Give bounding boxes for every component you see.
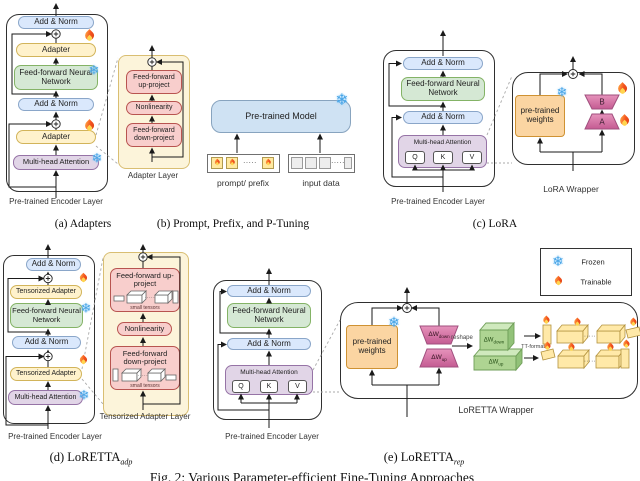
snowflake-icon: ❄ xyxy=(552,254,564,270)
query-box-e: Q xyxy=(232,380,250,393)
legend-trainable-label: Trainable xyxy=(580,277,612,287)
reshape-label: reshape xyxy=(451,335,473,341)
ff-down-project-a: Feed-forward down-project xyxy=(126,123,182,147)
small-tensors-label-up: small tensors xyxy=(130,304,160,311)
input-token-cell xyxy=(319,156,331,169)
add-norm-bottom-d: Add & Norm xyxy=(12,336,81,349)
panel-b-arrows xyxy=(234,133,323,153)
green-dw-down-label: ΔWdown xyxy=(483,337,505,345)
panel-d-caption: (d) LoRETTAadp xyxy=(49,450,133,467)
nonlinearity-a: Nonlinearity xyxy=(126,101,182,115)
flame-icon xyxy=(552,275,564,287)
encoder-caption-c: Pre-trained Encoder Layer xyxy=(391,197,485,206)
ffnn-e: Feed-forward Neural Network xyxy=(227,303,311,328)
dw-down-label: ΔWdown xyxy=(428,330,450,340)
snowflake-icon: ❄ xyxy=(78,388,90,404)
add-norm-top-a: Add & Norm xyxy=(18,16,94,29)
value-box-e: V xyxy=(288,380,307,393)
flame-icon xyxy=(228,158,236,167)
panel-b-caption: (b) Prompt, Prefix, and P-Tuning xyxy=(156,218,310,230)
tensorized-adapter-top: Tensorized Adapter xyxy=(10,285,82,299)
flame-icon xyxy=(542,341,552,352)
panel-a-caption: (a) Adapters xyxy=(54,218,112,230)
flame-icon xyxy=(82,118,96,134)
query-box-c: Q xyxy=(405,151,425,164)
tensorized-adapter-bottom: Tensorized Adapter xyxy=(10,367,82,381)
encoder-caption-d: Pre-trained Encoder Layer xyxy=(8,432,102,441)
lora-matrix-b-label: B xyxy=(599,97,605,107)
prompt-prefix-strip xyxy=(207,154,280,173)
ellipsis-dots: ····· xyxy=(583,358,597,366)
key-box-e: K xyxy=(260,380,278,393)
lora-matrix-a-label: A xyxy=(599,117,605,126)
snowflake-icon: ❄ xyxy=(388,315,400,331)
encoder-caption-a: Pre-trained Encoder Layer xyxy=(9,197,103,206)
dw-up-label: ΔWup xyxy=(431,353,447,363)
flame-icon xyxy=(541,315,551,326)
ellipsis-dots: ····· xyxy=(331,159,345,167)
green-dw-up-label: ΔWup xyxy=(488,359,504,367)
flame-icon xyxy=(77,272,89,284)
add-norm-top-c: Add & Norm xyxy=(403,57,483,70)
loretta-wrapper-caption: LoRETTA Wrapper xyxy=(458,405,534,415)
add-norm-top-e: Add & Norm xyxy=(227,285,311,297)
ffnn-a: Feed-forward Neural Network xyxy=(14,65,98,90)
legend-frozen-label: Frozen xyxy=(581,257,605,267)
panel-c-caption: (c) LoRA xyxy=(472,218,518,230)
snowflake-icon: ❄ xyxy=(556,85,568,101)
input-token-cell xyxy=(305,156,317,169)
snowflake-icon: ❄ xyxy=(335,90,349,109)
mha-a: Multi-head Attention xyxy=(13,155,99,170)
ff-up-project-a: Feed-forward up-project xyxy=(126,70,182,94)
nonlinearity-d: Nonlinearity xyxy=(117,322,172,336)
small-tensors-label-down: small tensors xyxy=(130,382,160,389)
add-norm-bottom-c: Add & Norm xyxy=(403,111,483,124)
add-norm-top-d: Add & Norm xyxy=(26,258,81,271)
ffnn-d: Feed-forward Neural Network xyxy=(10,303,83,328)
ellipsis-dots: ····· xyxy=(243,159,257,167)
input-data-label: input data xyxy=(302,178,340,188)
add-norm-bottom-a: Add & Norm xyxy=(18,98,94,111)
adapter-layer-caption: Adapter Layer xyxy=(127,171,179,180)
add-norm-bottom-e: Add & Norm xyxy=(227,338,311,350)
flame-icon xyxy=(82,28,96,44)
flame-icon xyxy=(615,81,629,97)
legend-box xyxy=(540,248,632,296)
snowflake-icon: ❄ xyxy=(80,301,92,317)
ffnn-c: Feed-forward Neural Network xyxy=(401,77,485,101)
ellipsis-dots: ····· xyxy=(583,333,597,341)
flame-icon xyxy=(628,317,638,328)
pretrained-weights-c: pre-trained weights xyxy=(515,95,565,137)
snowflake-icon: ❄ xyxy=(88,63,100,79)
ellipsis-dots: ····· xyxy=(137,373,149,379)
flame-icon xyxy=(617,113,631,129)
flame-icon xyxy=(264,158,272,167)
input-token-cell xyxy=(291,156,303,169)
pretrained-model-box: Pre-trained Model xyxy=(211,100,351,133)
flame-icon xyxy=(572,317,582,328)
encoder-layer-box-e xyxy=(213,280,322,420)
value-box-c: V xyxy=(462,151,482,164)
flame-icon xyxy=(566,342,576,353)
tensorized-adapter-layer-caption: Tensorized Adapter Layer xyxy=(99,412,191,421)
ellipsis-dots: ····· xyxy=(144,295,156,301)
figure-caption: Fig. 2: Various Parameter-efficient Fine… xyxy=(149,470,475,481)
prompt-prefix-label: prompt/ prefix xyxy=(217,178,269,188)
adapter-top-a: Adapter xyxy=(16,43,96,57)
snowflake-icon: ❄ xyxy=(91,151,103,167)
flame-icon xyxy=(605,342,615,353)
encoder-caption-e: Pre-trained Encoder Layer xyxy=(225,432,319,441)
lora-wrapper-caption: LoRA Wrapper xyxy=(543,184,599,194)
pretrained-weights-e: pre-trained weights xyxy=(346,325,398,369)
flame-icon xyxy=(621,339,631,350)
key-box-c: K xyxy=(433,151,453,164)
flame-icon xyxy=(77,354,89,366)
flame-icon xyxy=(213,158,221,167)
input-token-cell xyxy=(344,156,352,169)
mha-d: Multi-head Attention xyxy=(8,390,83,405)
panel-e-caption: (e) LoRETTArep xyxy=(383,450,465,467)
tt-format-label: TT-format xyxy=(521,344,545,350)
